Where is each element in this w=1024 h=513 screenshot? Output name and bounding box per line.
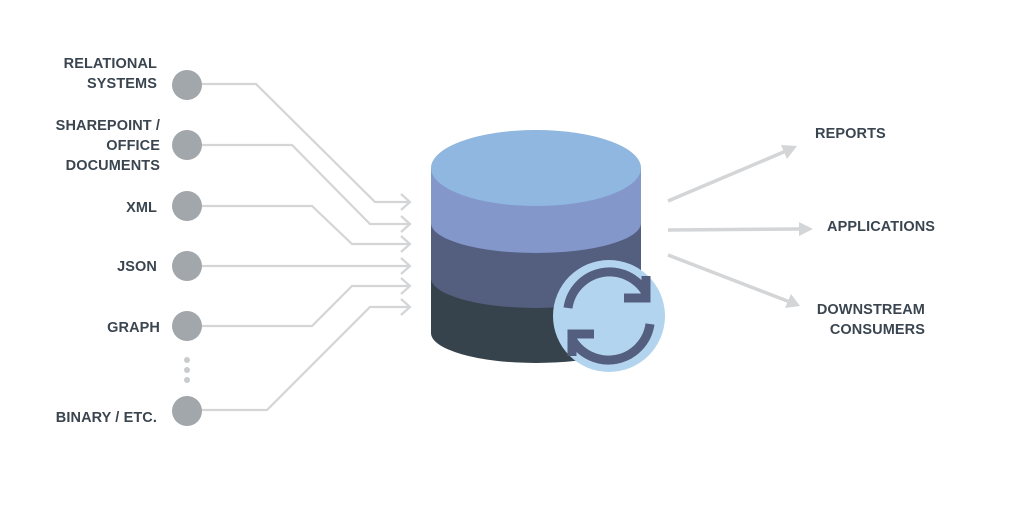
source-label-relational-systems: RELATIONAL SYSTEMS	[64, 54, 157, 94]
connector-relational	[200, 82, 410, 204]
label-line: BINARY / ETC.	[55, 410, 157, 426]
label-line: CONSUMERS	[829, 322, 925, 338]
label-line: APPLICATIONS	[827, 219, 936, 235]
label-line: XML	[126, 200, 157, 216]
connector-sharepoint	[200, 143, 410, 226]
label-line: SHAREPOINT /	[55, 118, 160, 134]
label-line: JSON	[117, 259, 157, 275]
output-label-reports: REPORTS	[815, 124, 886, 144]
source-label-binary: BINARY / ETC.	[56, 408, 157, 428]
label-line: DOCUMENTS	[65, 158, 160, 174]
connector-binary	[200, 305, 410, 412]
database-sync-icon	[431, 130, 665, 372]
label-line: REPORTS	[815, 126, 886, 142]
ellipsis-dot	[184, 357, 190, 363]
source-label-graph: GRAPH	[107, 318, 160, 338]
connector-graph	[200, 284, 410, 328]
output-label-applications: APPLICATIONS	[827, 217, 935, 237]
source-node-binary	[172, 396, 202, 426]
ellipsis-dot	[184, 367, 190, 373]
ellipsis-dot	[184, 377, 190, 383]
connector-xml	[200, 204, 410, 246]
source-label-sharepoint: SHAREPOINT / OFFICE DOCUMENTS	[56, 116, 160, 176]
label-line: SYSTEMS	[87, 76, 157, 92]
label-line: OFFICE	[106, 138, 160, 154]
source-label-json: JSON	[117, 257, 157, 277]
output-label-downstream-consumers: DOWNSTREAM CONSUMERS	[807, 300, 925, 340]
source-label-xml: XML	[126, 198, 157, 218]
sync-badge	[553, 260, 665, 372]
source-node-relational-systems	[172, 70, 202, 100]
label-line: RELATIONAL	[63, 56, 157, 72]
source-node-graph	[172, 311, 202, 341]
label-line: DOWNSTREAM	[816, 302, 925, 318]
label-line: GRAPH	[107, 320, 160, 336]
source-node-xml	[172, 191, 202, 221]
source-node-json	[172, 251, 202, 281]
source-node-sharepoint	[172, 130, 202, 160]
